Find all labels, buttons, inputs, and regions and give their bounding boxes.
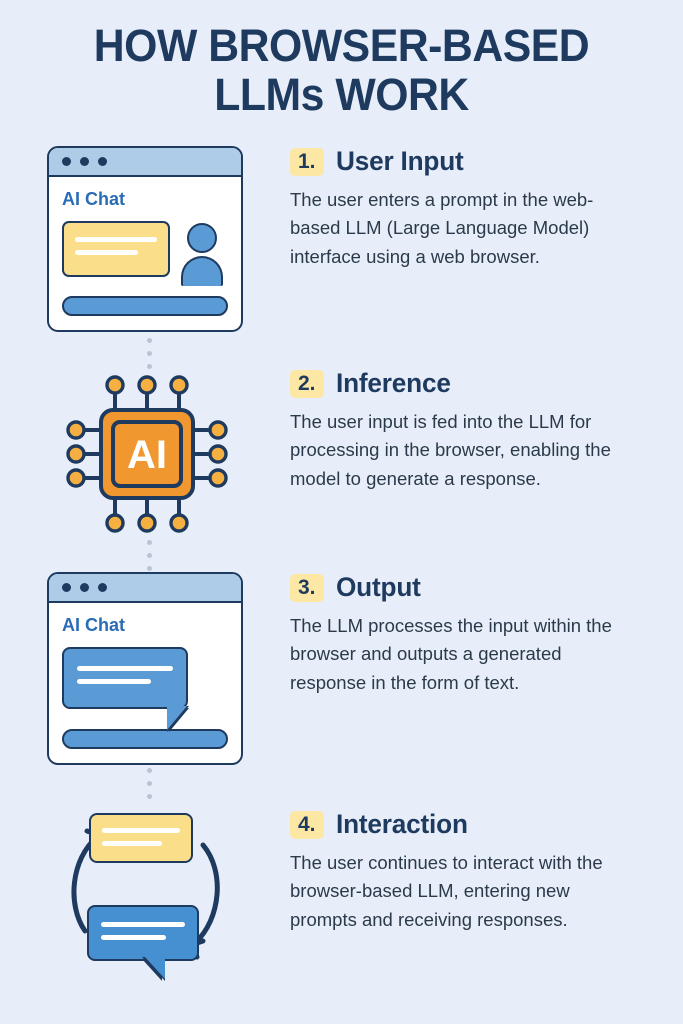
window-dot-icon: [98, 157, 107, 166]
connector-dot-icon: [146, 364, 152, 369]
chat-input-bar-icon: [62, 296, 228, 316]
text-line: [102, 841, 162, 846]
chip-ai-label: AI: [127, 433, 167, 477]
connector-dot-icon: [146, 351, 152, 356]
connector-dot-icon: [146, 566, 152, 571]
text-line: [100, 935, 166, 940]
connector-dot-icon: [146, 768, 152, 773]
interaction-cycle-icon: [45, 809, 245, 985]
avatar-head-icon: [187, 223, 217, 253]
connector-dot-icon: [146, 781, 152, 786]
step-number-badge: 1.: [290, 147, 324, 176]
ai-chip-svg: AI: [66, 375, 228, 533]
step-2-heading: 2. Inference: [290, 368, 649, 399]
avatar: [179, 221, 225, 286]
step-1-heading: 1. User Input: [290, 146, 649, 177]
connector-dot-icon: [146, 540, 152, 545]
text-line: [75, 237, 157, 242]
step-3-illustration: AI Chat: [0, 572, 290, 765]
step-2: AI 2. Inference The user input is fed in…: [0, 368, 683, 572]
page-title: HOW BROWSER-BASED LLMs WORK: [17, 0, 666, 119]
text-line: [77, 679, 151, 684]
chat-row: [62, 221, 228, 286]
step-4-illustration: [0, 809, 290, 985]
step-body: The user continues to interact with the …: [290, 852, 603, 930]
text-line: [102, 828, 180, 833]
step-number-badge: 3.: [290, 573, 324, 602]
step-title: Interaction: [335, 809, 468, 839]
step-1-illustration: AI Chat: [0, 146, 290, 332]
response-box-icon: [87, 905, 199, 979]
chat-input-bar-icon: [62, 729, 228, 749]
text-line: [77, 666, 173, 671]
page-title-line-1: HOW BROWSER-BASED: [93, 20, 590, 71]
bubble-tail-icon: [145, 957, 165, 979]
step-1-text: 1. User Input The user enters a prompt i…: [290, 146, 683, 271]
browser-content: AI Chat: [49, 177, 241, 330]
window-dot-icon: [62, 583, 71, 592]
browser-titlebar: [49, 148, 241, 177]
connector-dots-3: [145, 768, 153, 799]
step-title: Inference: [335, 368, 451, 398]
browser-window-icon: AI Chat: [47, 146, 243, 332]
ai-chat-label: AI Chat: [62, 189, 125, 209]
connector-dot-icon: [146, 338, 152, 343]
connector-dot-icon: [146, 553, 152, 558]
step-body: The user enters a prompt in the web-base…: [290, 189, 594, 267]
window-dot-icon: [62, 157, 71, 166]
page-title-line-2: LLMs WORK: [214, 68, 469, 120]
window-dot-icon: [80, 583, 89, 592]
browser-window-icon: AI Chat: [47, 572, 243, 765]
step-number-badge: 2.: [290, 369, 324, 398]
connector-dot-icon: [146, 794, 152, 799]
ai-chip-icon: AI: [47, 368, 243, 536]
arrow-down-right-icon: [192, 842, 220, 946]
step-1: AI Chat: [0, 146, 683, 369]
step-3-text: 3. Output The LLM processes the input wi…: [290, 572, 683, 697]
text-line: [100, 922, 186, 927]
step-3: AI Chat 3. Output: [0, 572, 683, 799]
step-title: Output: [335, 572, 421, 602]
step-body: The LLM processes the input within the b…: [290, 615, 612, 693]
step-4: 4. Interaction The user continues to int…: [0, 809, 683, 999]
step-4-text: 4. Interaction The user continues to int…: [290, 809, 683, 934]
step-4-heading: 4. Interaction: [290, 809, 649, 840]
step-2-illustration: AI: [0, 368, 290, 536]
prompt-bubble-icon: [62, 221, 170, 277]
step-title: User Input: [335, 146, 464, 176]
window-dot-icon: [98, 583, 107, 592]
browser-content: AI Chat: [49, 603, 241, 763]
text-line: [75, 250, 138, 255]
step-body: The user input is fed into the LLM for p…: [290, 411, 611, 489]
response-bubble-area: [62, 647, 228, 733]
connector-dots-2: [145, 540, 153, 571]
steps-list: AI Chat: [0, 146, 683, 999]
step-2-text: 2. Inference The user input is fed into …: [290, 368, 683, 493]
browser-titlebar: [49, 574, 241, 603]
connector-dots-1: [145, 338, 153, 369]
bubble-tail-icon: [167, 706, 187, 730]
response-bubble-icon: [62, 647, 188, 730]
ai-chat-label: AI Chat: [62, 615, 125, 635]
step-number-badge: 4.: [290, 810, 324, 839]
avatar-body-icon: [181, 256, 223, 286]
window-dot-icon: [80, 157, 89, 166]
step-3-heading: 3. Output: [290, 572, 649, 603]
prompt-box-icon: [89, 813, 193, 863]
